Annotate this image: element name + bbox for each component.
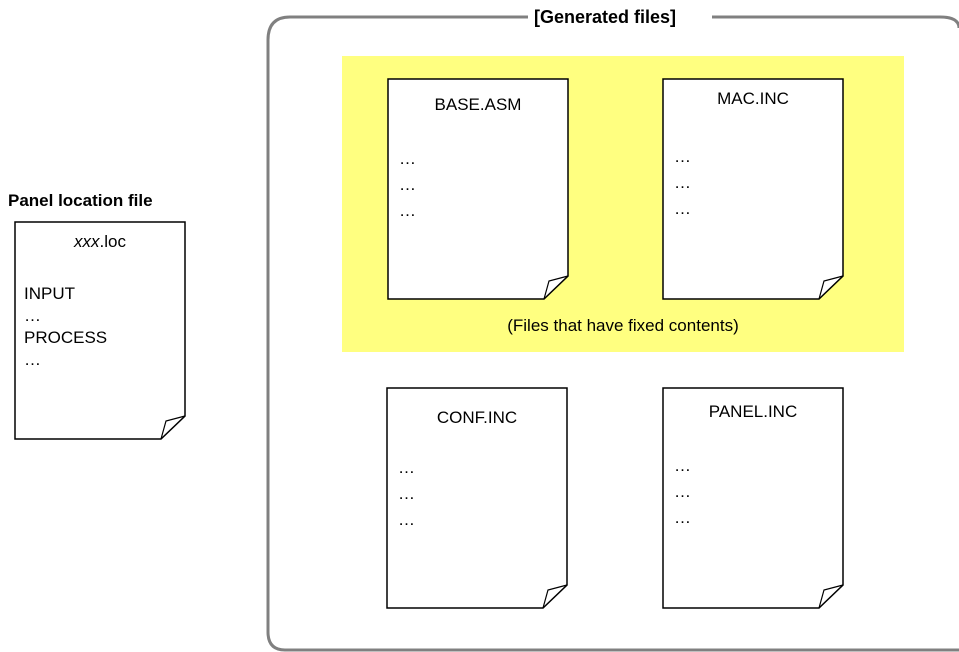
loc-file-name: xxx.loc [14,231,186,253]
file-line: … [674,173,691,192]
file-line: … [674,456,691,475]
file-line: … [399,201,416,220]
loc-file-name-italic: xxx [74,232,100,251]
loc-file-lines: INPUT … PROCESS … [24,283,107,371]
file-name: MAC.INC [717,89,789,108]
file-lines: … … … [674,144,691,222]
generated-files-heading: [Generated files] [530,6,681,28]
file-line: … [674,482,691,501]
file-name: CONF.INC [436,408,518,427]
file-line: … [399,149,416,168]
loc-line: … [24,306,41,325]
file-name: PANEL.INC [708,402,798,421]
base-asm-document: BASE.ASM … … … [387,78,569,300]
file-line: … [674,199,691,218]
panel-location-heading: Panel location file [8,191,153,210]
panel-inc-document: PANEL.INC … … … [662,387,844,609]
loc-file-document: xxx.loc INPUT … PROCESS … [14,221,186,440]
file-line: … [398,458,415,477]
mac-inc-document: MAC.INC … … … [662,78,844,300]
file-line: … [399,175,416,194]
document-icon [14,221,186,440]
loc-line: INPUT [24,284,75,303]
file-line: … [674,147,691,166]
conf-inc-document: CONF.INC … … … [386,387,568,609]
loc-line: … [24,350,41,369]
document-icon [662,387,844,609]
document-icon [387,78,569,300]
loc-file-name-ext: .loc [99,232,126,251]
file-lines: … … … [399,146,416,224]
file-lines: … … … [674,453,691,531]
file-line: … [398,484,415,503]
file-name: BASE.ASM [434,95,522,114]
loc-line: PROCESS [24,328,108,347]
document-icon [386,387,568,609]
file-lines: … … … [398,455,415,533]
document-icon [662,78,844,300]
file-line: … [398,510,415,529]
fixed-files-caption: (Files that have fixed contents) [507,316,739,335]
file-line: … [674,508,691,527]
